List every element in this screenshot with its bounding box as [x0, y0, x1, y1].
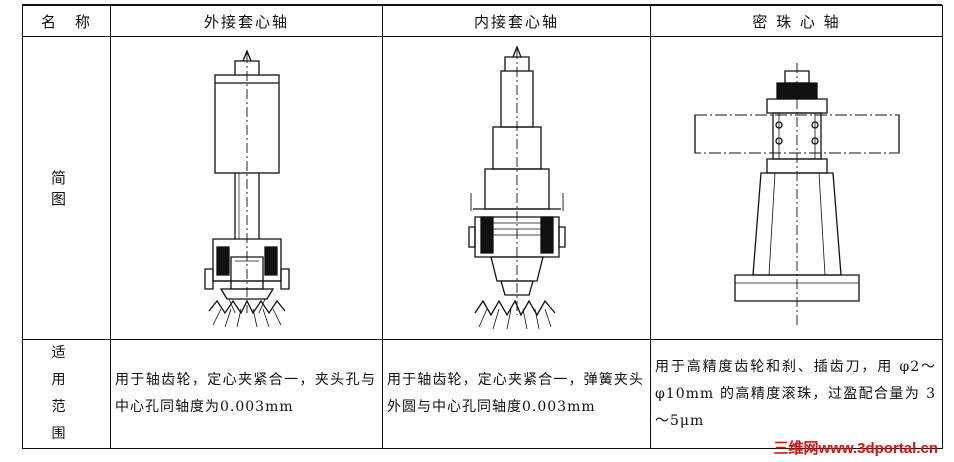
row-label-usage-line2: 范 围	[51, 399, 112, 442]
figure-internal-sleeve-mandrel	[382, 36, 651, 340]
usage-internal-sleeve-mandrel: 用于轴齿轮，定心夹紧合一，弹簧夹头外圆与中心孔同轴度0.003mm	[382, 339, 651, 449]
header-dense-ball-mandrel: 密 珠 心 轴	[650, 5, 943, 37]
usage-dense-ball-mandrel: 用于高精度齿轮和刹、插齿刀，用 φ2～φ10mm 的高精度滚珠，过盈配合量为 3…	[650, 339, 943, 449]
row-label-usage: 适 用 范 围	[22, 339, 112, 449]
external-mandrel-drawing	[203, 49, 290, 328]
top-rule	[22, 0, 942, 5]
mandrel-comparison-table: 名 称 外接套心轴 内接套心轴 密 珠 心 轴 简 图	[22, 5, 943, 449]
figure-row: 简 图	[22, 36, 943, 340]
row-label-usage-line1: 适 用	[51, 345, 112, 388]
header-name: 名 称	[22, 5, 111, 37]
usage-row: 适 用 范 围 用于轴齿轮，定心夹紧合一，夹头孔与中心孔同轴度为0.003mm …	[22, 339, 943, 449]
dense-ball-mandrel-drawing	[693, 63, 900, 325]
figure-dense-ball-mandrel	[650, 36, 943, 340]
site-watermark: 三维网www.3dportal.cn	[773, 440, 938, 457]
header-external-sleeve-mandrel: 外接套心轴	[110, 5, 383, 37]
header-internal-sleeve-mandrel: 内接套心轴	[382, 5, 651, 37]
row-label-figure: 简 图	[22, 36, 111, 340]
header-row: 名 称 外接套心轴 内接套心轴 密 珠 心 轴	[22, 5, 943, 37]
usage-external-sleeve-mandrel: 用于轴齿轮，定心夹紧合一，夹头孔与中心孔同轴度为0.003mm	[110, 339, 383, 449]
internal-mandrel-drawing	[467, 45, 566, 330]
figure-external-sleeve-mandrel	[110, 36, 383, 340]
